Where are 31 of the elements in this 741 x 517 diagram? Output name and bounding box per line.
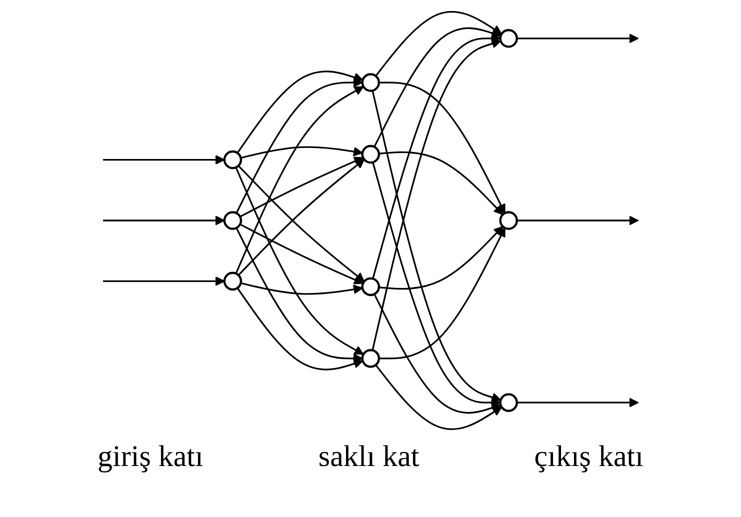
arrow (374, 364, 502, 430)
arrow (236, 77, 363, 213)
arrow (516, 215, 639, 225)
layer-label: giriş katı (98, 440, 204, 474)
arrow (372, 33, 501, 278)
arrow (374, 10, 502, 76)
arrow (372, 38, 501, 350)
arrow (240, 146, 363, 158)
arrow (378, 150, 504, 214)
arrow (378, 226, 506, 359)
arrow (240, 282, 363, 294)
arrow (516, 33, 639, 43)
arrow (378, 226, 504, 290)
arrow (102, 276, 225, 286)
arrow (236, 70, 364, 153)
layer-label: çıkış katı (534, 440, 644, 474)
arrow (373, 26, 501, 147)
arrow (516, 397, 639, 407)
arrow (235, 86, 364, 274)
arrow (372, 90, 501, 402)
layer-label: saklı kat (318, 440, 420, 474)
arrow (378, 81, 506, 214)
arrow (240, 223, 364, 284)
arrow (102, 215, 225, 225)
arrow (236, 287, 364, 370)
arrow (240, 156, 364, 217)
arrow (102, 154, 225, 164)
arrow (373, 293, 501, 414)
arrow (235, 166, 364, 354)
arrow (372, 162, 501, 407)
arrow (236, 227, 363, 363)
